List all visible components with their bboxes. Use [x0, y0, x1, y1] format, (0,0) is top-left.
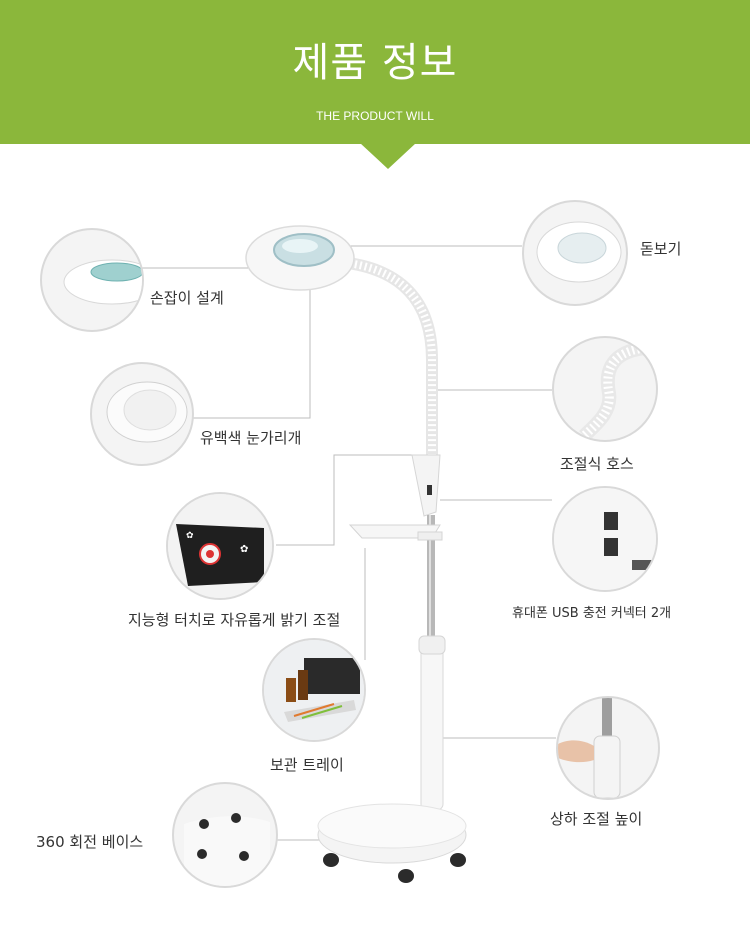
lower-pole: [420, 639, 444, 811]
svg-text:✿: ✿: [186, 531, 194, 541]
header-banner: 제품 정보 THE PRODUCT WILL: [0, 0, 750, 144]
detail-circle-milky-cover: [90, 362, 194, 466]
header-notch: [360, 143, 416, 169]
leader-touch: [276, 454, 412, 546]
magnifier-detail-image: [536, 221, 622, 283]
height-clamp: [418, 635, 446, 655]
detail-circle-touch: ✿ ✿: [166, 492, 274, 600]
usb-ports-on-lamp: [427, 485, 432, 495]
leader-lines: [140, 245, 556, 841]
label-tray: 보관 트레이: [270, 756, 344, 774]
label-usb: 휴대폰 USB 충전 커넥터 2개: [512, 606, 672, 621]
detail-circle-magnifier: [522, 200, 628, 306]
label-handle: 손잡이 설계: [150, 289, 224, 307]
label-milky-cover: 유백색 눈가리개: [200, 429, 302, 447]
label-hose: 조절식 호스: [560, 455, 634, 473]
touch-panel-detail-image: ✿ ✿: [168, 494, 272, 598]
usb-detail-image: [554, 488, 656, 590]
label-base: 360 회전 베이스: [36, 833, 144, 851]
milky-cover-detail-image: [106, 381, 188, 443]
height-detail-image: [558, 698, 621, 798]
label-height: 상하 조절 높이: [550, 810, 643, 828]
leader-milky-cover: [192, 288, 311, 419]
detail-circle-base: [172, 782, 278, 888]
hose-detail-image: [579, 341, 646, 440]
detail-circle-height: [556, 696, 660, 800]
svg-text:✿: ✿: [240, 544, 248, 555]
detail-circle-handle: [40, 228, 144, 332]
gooseneck-ribs: [339, 258, 436, 460]
base-wheels: [323, 853, 466, 883]
magnifier-head: [245, 225, 355, 291]
detail-circle-tray: [262, 638, 366, 742]
page-title: 제품 정보: [292, 40, 458, 86]
page-subtitle: THE PRODUCT WILL: [316, 109, 434, 123]
detail-circle-usb: [552, 486, 658, 592]
control-housing: [411, 454, 441, 517]
gooseneck-hose: [334, 256, 438, 466]
detail-circle-hose: [552, 336, 658, 442]
label-magnifier: 돋보기: [640, 240, 682, 258]
tray-detail-image: [264, 640, 364, 740]
base-detail-image: [184, 813, 270, 886]
label-touch: 지능형 터치로 자유롭게 밝기 조절: [128, 611, 341, 629]
handle-detail-image: [63, 259, 142, 305]
